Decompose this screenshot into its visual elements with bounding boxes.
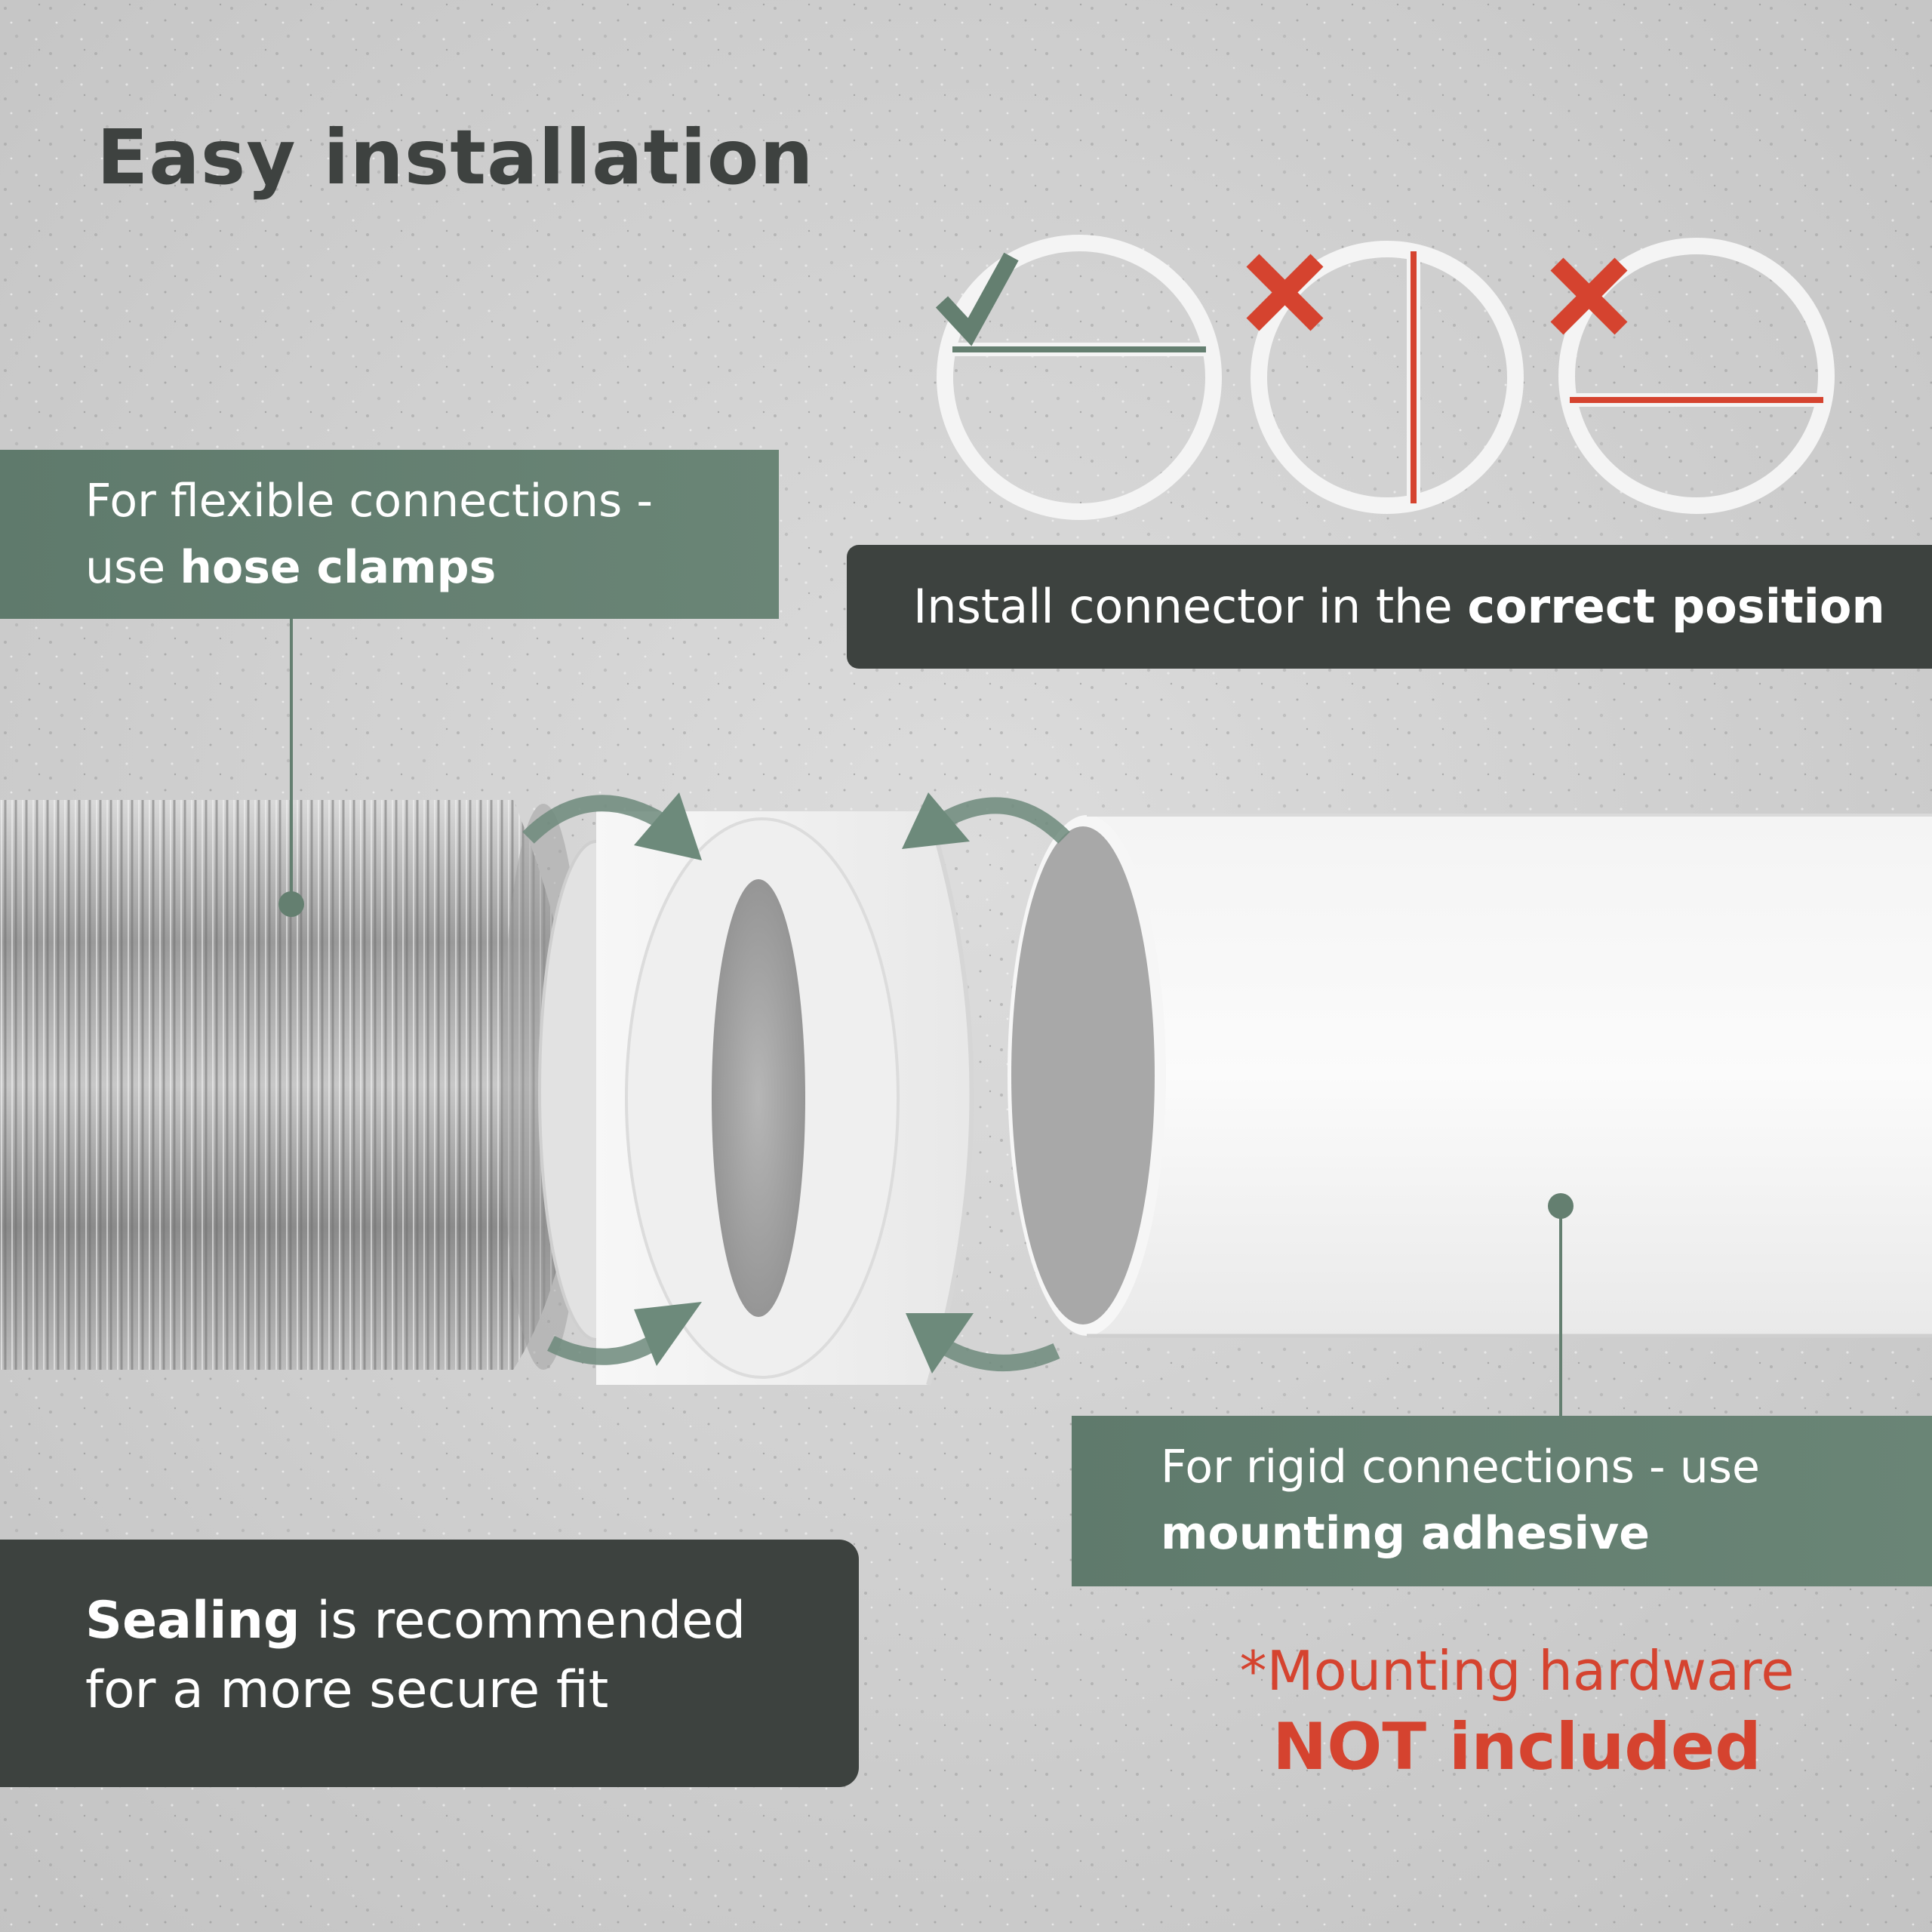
flexible-connections-callout: For flexible connections - use hose clam… <box>0 450 779 619</box>
callout-line: use hose clamps <box>85 534 779 601</box>
arrow-heads <box>634 792 974 1374</box>
callout-line: mounting adhesive <box>1161 1500 1932 1567</box>
rigid-pipe <box>1008 814 1932 1338</box>
sealing-callout: Sealing is recommended for a more secure… <box>0 1540 859 1787</box>
callout-line: for a more secure fit <box>85 1660 609 1720</box>
leader-lines <box>278 619 1574 1416</box>
callout-line: Sealing is recommended <box>85 1586 859 1656</box>
callout-text: is recommended <box>300 1591 746 1651</box>
position-diagram-vertical <box>1251 241 1524 514</box>
note-line: *Mounting hardware <box>1239 1639 1795 1703</box>
install-position-callout: Install connector in the correct positio… <box>847 545 1932 669</box>
page-title: Easy installation <box>97 113 814 202</box>
callout-emphasis: correct position <box>1467 579 1885 634</box>
cross-icon <box>1246 254 1324 331</box>
callout-text: Install connector in the <box>913 579 1468 634</box>
callout-emphasis: Sealing <box>85 1591 300 1651</box>
callout-text: use <box>85 541 180 594</box>
callout-line: For rigid connections - use <box>1161 1441 1760 1494</box>
callout-emphasis: mounting adhesive <box>1161 1507 1650 1560</box>
note-emphasis: NOT included <box>1272 1709 1761 1785</box>
callout-line: For flexible connections - <box>85 475 653 528</box>
position-diagram-horizontal-lower <box>1558 238 1835 514</box>
hardware-note: *Mounting hardware NOT included <box>1177 1635 1857 1787</box>
cross-icon <box>1550 257 1628 335</box>
position-diagram-correct <box>937 235 1222 520</box>
callout-emphasis: hose clamps <box>180 541 497 594</box>
check-icon <box>935 252 1019 346</box>
rigid-connections-callout: For rigid connections - use mounting adh… <box>1072 1416 1932 1586</box>
connector <box>538 811 974 1386</box>
